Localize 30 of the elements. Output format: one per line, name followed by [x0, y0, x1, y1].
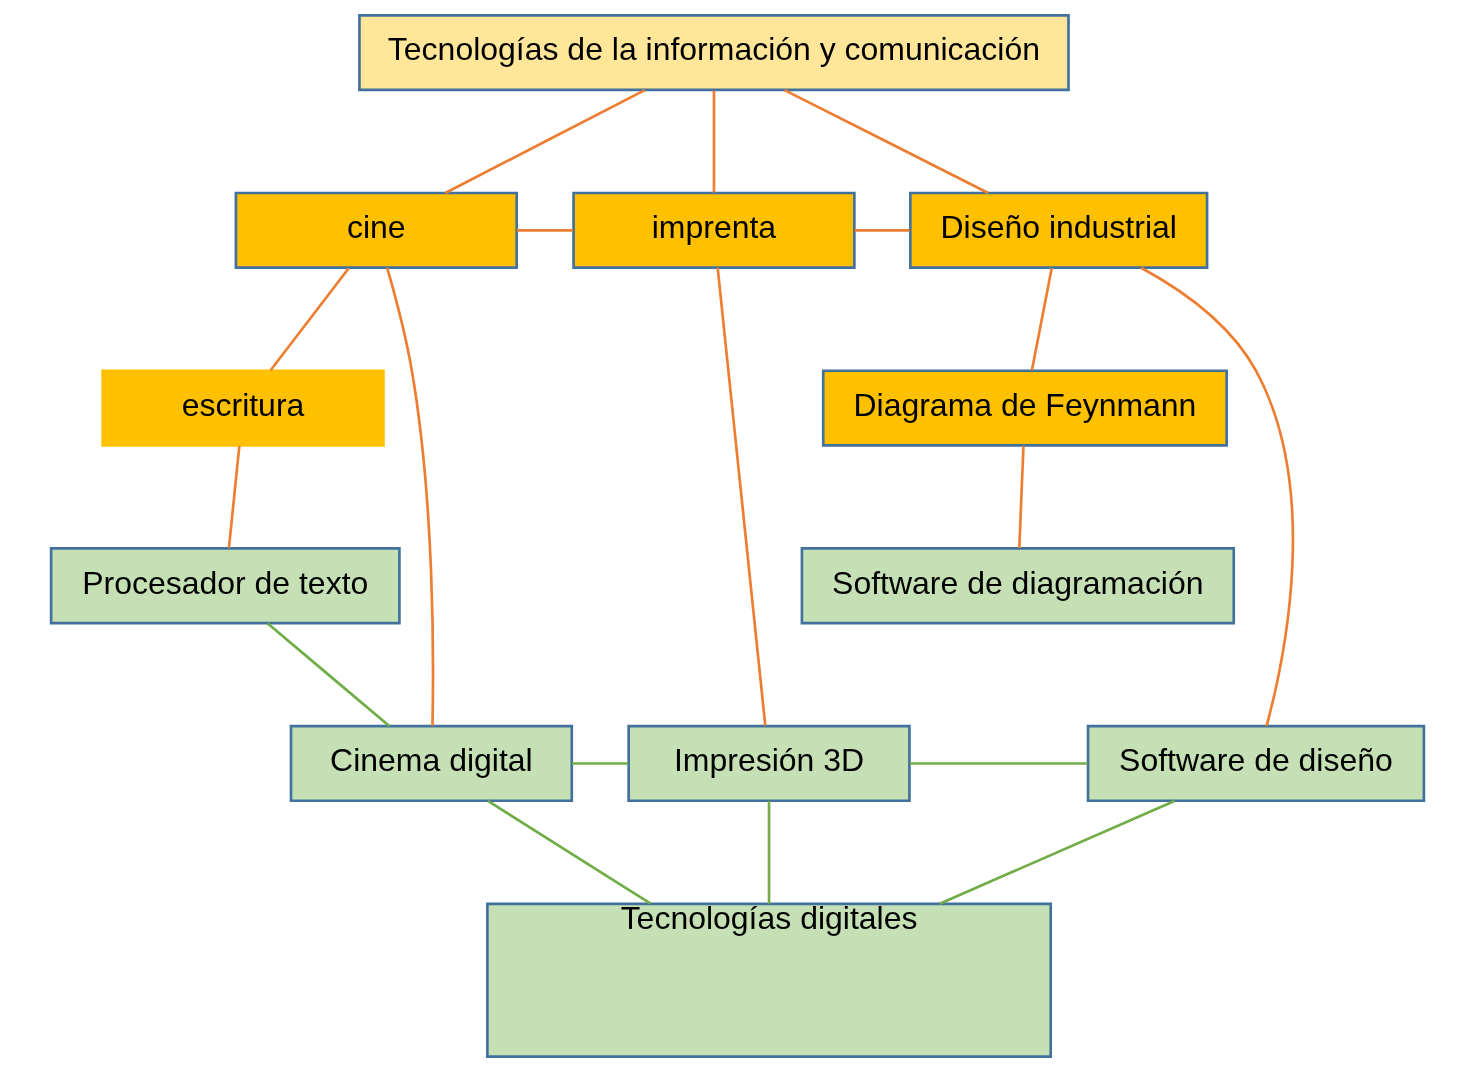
- node-box: cine: [234, 191, 519, 269]
- connector: [712, 90, 716, 193]
- node-box: Software de diagramación: [800, 547, 1236, 625]
- node-box: Impresión 3D: [627, 724, 911, 803]
- node-box: Procesador de texto: [49, 547, 401, 625]
- connector: [385, 267, 435, 726]
- node-box: Software de diseño: [1086, 724, 1426, 803]
- connector: [444, 88, 646, 195]
- connector: [1017, 445, 1025, 548]
- connector: [266, 622, 391, 728]
- node-box: Tecnologías de la información y comunicación: [358, 14, 1070, 92]
- node-box: Diagrama de Feynmann: [821, 369, 1228, 447]
- connector: [909, 762, 1088, 765]
- node-box: Diseño industrial: [909, 191, 1209, 269]
- connector: [767, 800, 771, 904]
- connector: [783, 88, 989, 195]
- connector: [854, 229, 910, 232]
- connector: [1140, 266, 1295, 727]
- connector: [1030, 267, 1053, 371]
- node-box: Cinema digital: [289, 724, 574, 803]
- node-box: imprenta: [572, 191, 856, 269]
- connector: [516, 229, 573, 232]
- node-box: Tecnologías digitales: [486, 902, 1053, 1058]
- connector: [487, 799, 652, 905]
- connector: [227, 445, 241, 549]
- connector: [939, 799, 1175, 905]
- node-box: escritura: [101, 369, 385, 447]
- connector: [571, 762, 629, 765]
- connector: [269, 267, 350, 372]
- connector: [716, 267, 767, 726]
